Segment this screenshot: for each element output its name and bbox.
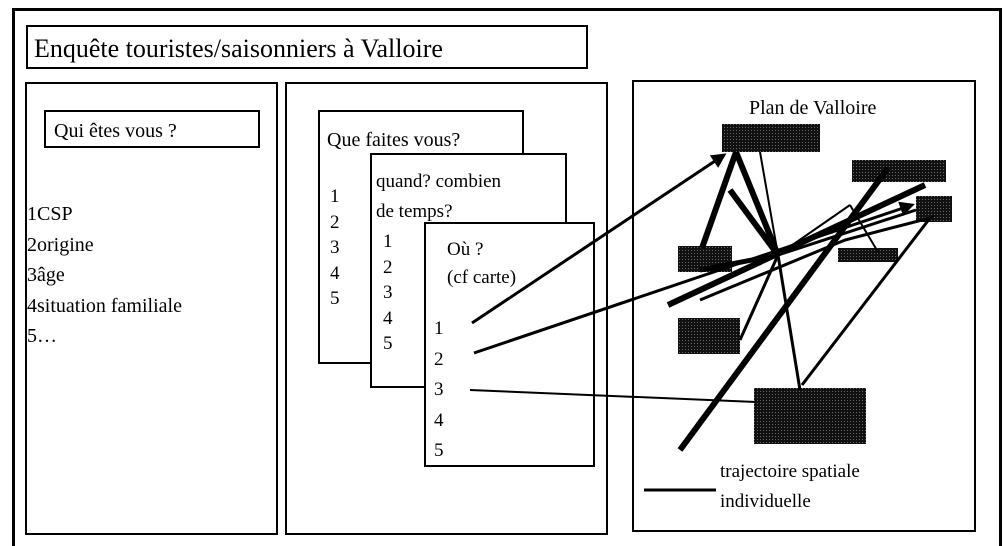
card-activities-item: 1 <box>330 186 340 207</box>
who-item-3: 3âge <box>27 264 65 286</box>
who-item-5: 5… <box>27 325 57 347</box>
card-when-item: 4 <box>383 307 393 329</box>
who-heading-box <box>44 110 260 148</box>
card-activities-list: 1 2 3 4 5 <box>330 184 340 312</box>
card-when-item: 1 <box>383 231 393 252</box>
card-where-item: 4 <box>434 409 444 431</box>
who-heading: Qui êtes vous ? <box>54 120 177 142</box>
map-block <box>838 248 898 262</box>
map-block <box>754 388 866 444</box>
card-where-item: 5 <box>434 440 444 461</box>
legend-label-2: individuelle <box>720 491 811 512</box>
page-title: Enquête touristes/saisonniers à Valloire <box>34 34 443 63</box>
who-item-2: 2origine <box>27 233 94 256</box>
card-activities-item: 4 <box>330 262 340 284</box>
map-block <box>852 160 946 182</box>
card-when-list: 1 2 3 4 5 <box>383 229 393 357</box>
who-list: 1CSP 2origine 3âge 4situation familiale … <box>27 199 182 352</box>
card-when-heading-2: de temps? <box>376 201 453 222</box>
legend-label-1: trajectoire spatiale <box>720 461 860 482</box>
card-where-item: 1 <box>434 318 444 339</box>
card-when-item: 3 <box>383 282 393 303</box>
who-item-1: 1CSP <box>27 203 73 225</box>
card-when-item: 2 <box>383 256 393 278</box>
card-activities-item: 3 <box>330 237 340 258</box>
card-where-heading-1: Où ? <box>447 239 484 260</box>
card-when-item: 5 <box>383 333 393 354</box>
map-block <box>916 196 952 222</box>
card-where-item: 3 <box>434 379 444 400</box>
card-where-item: 2 <box>434 348 444 370</box>
card-activities-item: 2 <box>330 211 340 233</box>
card-where-list: 1 2 3 4 5 <box>434 314 444 467</box>
card-where <box>424 222 595 467</box>
map-block <box>678 318 740 354</box>
panel-who <box>25 82 278 535</box>
trajectory-line <box>469 389 757 403</box>
map-block <box>722 124 820 152</box>
map-network <box>666 150 934 452</box>
map-heading: Plan de Valloire <box>749 97 877 119</box>
card-activities-item: 5 <box>330 288 340 309</box>
card-when-heading-1: quand? combien <box>376 171 502 192</box>
who-item-4: 4situation familiale <box>27 294 182 317</box>
card-where-heading-2: (cf carte) <box>447 267 517 288</box>
panel-map <box>632 80 976 532</box>
card-activities-heading: Que faites vous? <box>327 129 461 151</box>
trajectory-line <box>471 153 727 325</box>
title-box <box>26 25 588 69</box>
